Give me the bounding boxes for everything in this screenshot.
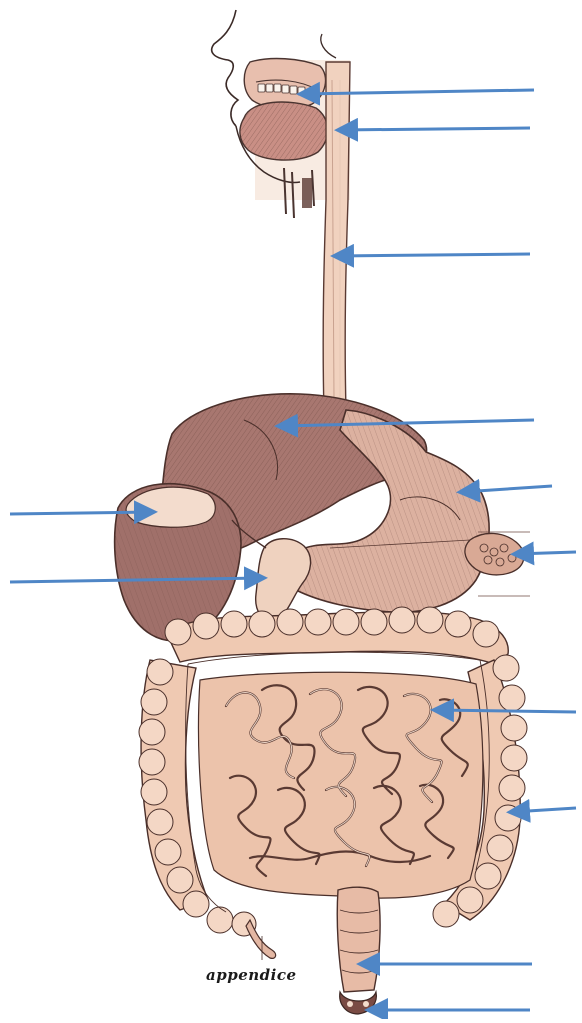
pancreas — [465, 532, 530, 596]
rectum — [337, 887, 380, 992]
appendix — [246, 920, 276, 960]
pointer-pharynx-arrow — [340, 128, 530, 130]
pointer-gallbladder-arrow — [10, 512, 152, 514]
small-intestine — [199, 672, 483, 898]
esophagus — [323, 62, 350, 414]
pointer-small-intestine-arrow — [436, 710, 576, 712]
pointer-esophagus-arrow — [336, 254, 530, 256]
appendix-label: appendice — [206, 966, 297, 984]
pointer-large-intestine-arrow — [512, 808, 576, 812]
pointer-pancreas-arrow — [516, 552, 576, 554]
